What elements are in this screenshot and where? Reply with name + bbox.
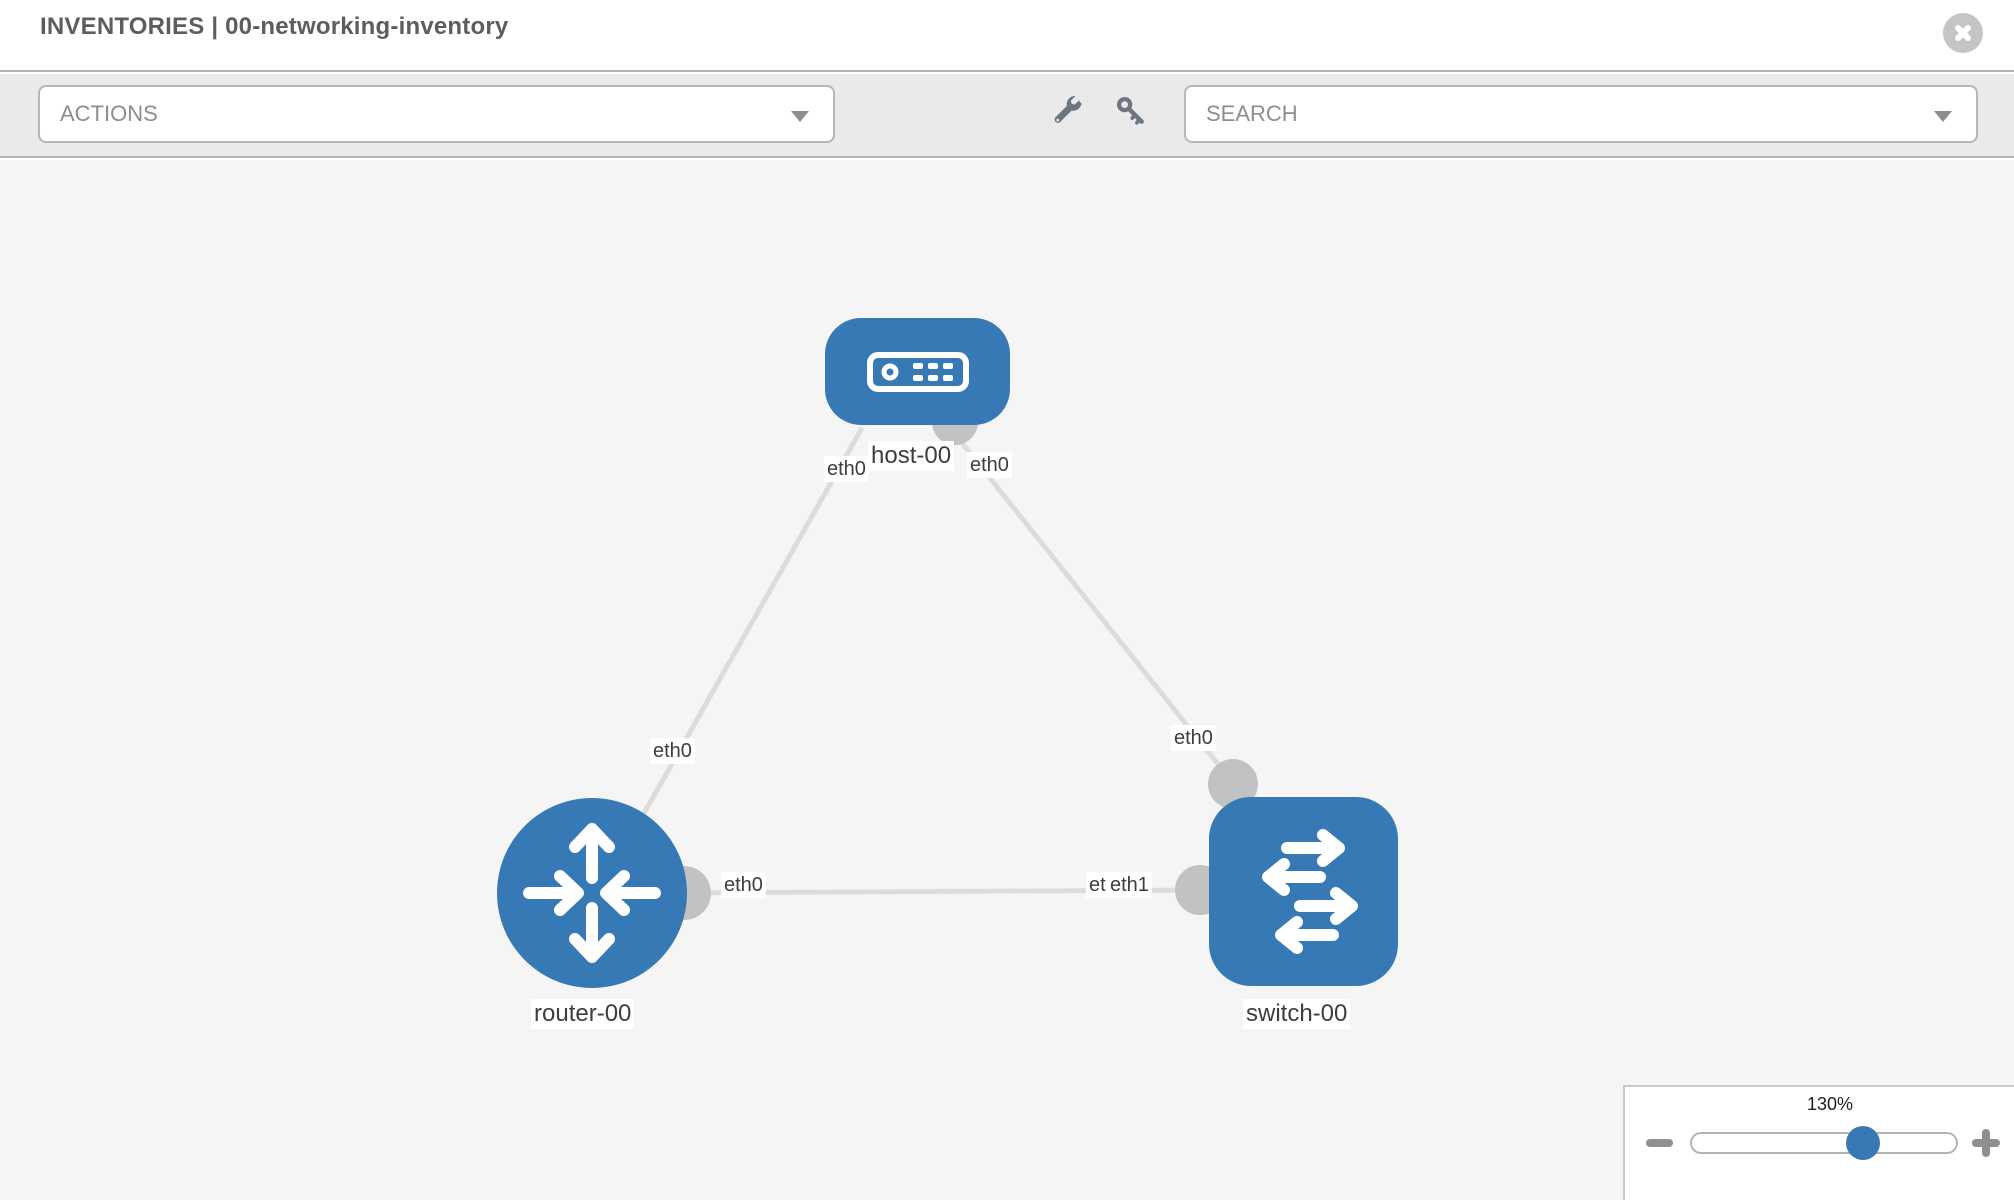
host-icon xyxy=(866,351,969,392)
zoom-level-value: 130% xyxy=(1806,1094,1854,1114)
node-label-router: router-00 xyxy=(531,999,635,1029)
node-label-switch: switch-00 xyxy=(1243,999,1351,1029)
wrench-icon[interactable] xyxy=(1050,94,1084,128)
router-icon xyxy=(523,823,661,963)
zoom-in-button plus-icon[interactable] xyxy=(1972,1129,2000,1157)
node-switch-00[interactable] xyxy=(1209,797,1398,986)
close-button close-icon[interactable] xyxy=(1943,13,1983,53)
zoom-out-button minus-icon[interactable] xyxy=(1646,1139,1673,1147)
actions-dropdown[interactable]: ACTIONS xyxy=(38,85,835,143)
search-dropdown[interactable]: SEARCH xyxy=(1184,85,1978,143)
page-title: INVENTORIES | 00-networking-inventory xyxy=(40,13,509,40)
topology-canvas[interactable] xyxy=(0,160,2014,1200)
window-header: INVENTORIES | 00-networking-inventory xyxy=(0,0,2014,72)
node-router-00[interactable] xyxy=(497,798,687,988)
switch-icon xyxy=(1262,829,1358,954)
search-dropdown-label: SEARCH xyxy=(1206,101,1298,126)
iface-label-host-eth0-left: eth0 xyxy=(824,456,869,482)
iface-label-router-eth0-right: eth0 xyxy=(721,872,766,898)
toolbar: ACTIONS SEARCH xyxy=(0,74,2014,158)
chevron-down-icon xyxy=(1934,111,1952,122)
iface-label-switch-eth1: eth1 xyxy=(1107,872,1152,898)
node-label-host: host-00 xyxy=(868,441,955,471)
chevron-down-icon xyxy=(791,111,809,122)
zoom-slider-thumb[interactable] xyxy=(1846,1126,1880,1160)
iface-label-host-eth0-right: eth0 xyxy=(967,452,1012,478)
iface-label-switch-eth0: eth0 xyxy=(1171,725,1216,751)
actions-dropdown-label: ACTIONS xyxy=(60,101,158,126)
iface-label-router-eth0-top: eth0 xyxy=(650,738,695,764)
node-host-00[interactable] xyxy=(825,318,1010,425)
zoom-slider-track[interactable] xyxy=(1690,1132,1958,1154)
key-icon[interactable] xyxy=(1114,94,1148,128)
